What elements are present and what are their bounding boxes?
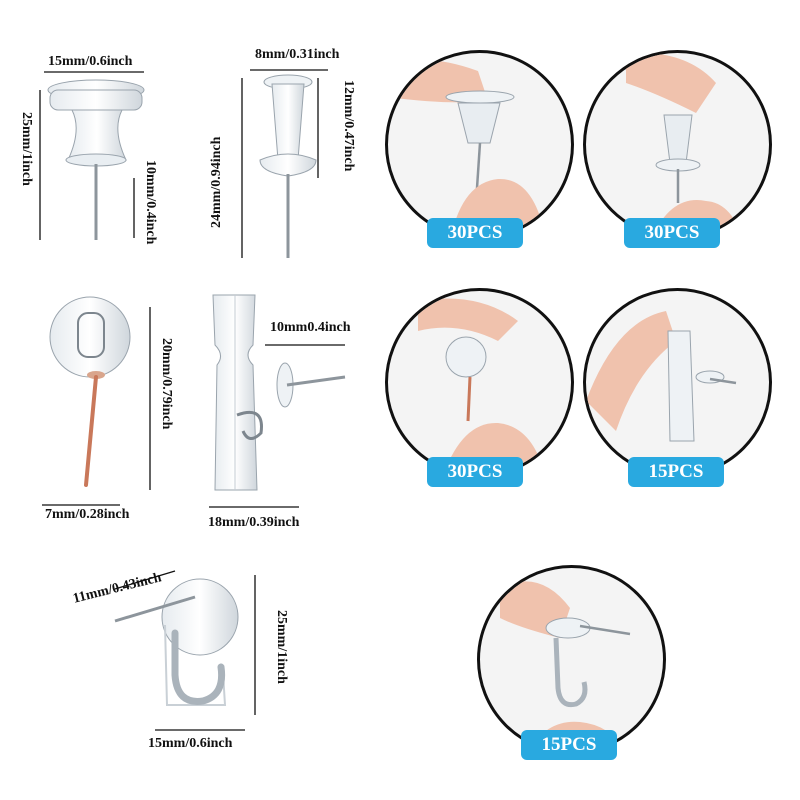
usage-photo-3 — [385, 288, 574, 477]
ball-pin-drawing — [42, 296, 151, 506]
usage-photo-1 — [385, 50, 574, 239]
usage-photo-4 — [583, 288, 772, 477]
quantity-badge-5: 15PCS — [521, 730, 617, 760]
dim-push-pin-wide-width: 15mm/0.6inch — [48, 54, 133, 69]
push-pin-wide-drawing — [39, 71, 145, 240]
usage-photo-2 — [583, 50, 772, 239]
usage-photo-5 — [477, 565, 666, 754]
quantity-badge-3: 30PCS — [427, 457, 523, 487]
quantity-badge-1: 30PCS — [427, 218, 523, 248]
dim-clip-pin-needle: 10mm0.4inch — [270, 320, 351, 335]
dim-push-pin-tall-height: 24mm/0.94inch — [209, 136, 224, 228]
dim-ball-pin-width: 7mm/0.28inch — [45, 507, 130, 522]
clip-pin-drawing — [209, 294, 346, 508]
dim-push-pin-wide-height: 25mm/1inch — [19, 112, 34, 186]
dim-ball-pin-height: 20mm/0.79inch — [159, 338, 174, 430]
hook-pin-drawing — [114, 570, 256, 731]
push-pin-tall-drawing — [241, 69, 328, 258]
quantity-badge-4: 15PCS — [628, 457, 724, 487]
dim-push-pin-wide-needle: 10mm/0.4inch — [143, 160, 158, 245]
dim-push-pin-tall-head: 12mm/0.47inch — [341, 80, 356, 172]
dim-hook-pin-height: 25mm/1inch — [274, 610, 289, 684]
dim-clip-pin-width: 18mm/0.39inch — [208, 515, 300, 530]
quantity-badge-2: 30PCS — [624, 218, 720, 248]
dim-hook-pin-width: 15mm/0.6inch — [148, 736, 233, 751]
dim-push-pin-tall-width: 8mm/0.31inch — [255, 47, 340, 62]
